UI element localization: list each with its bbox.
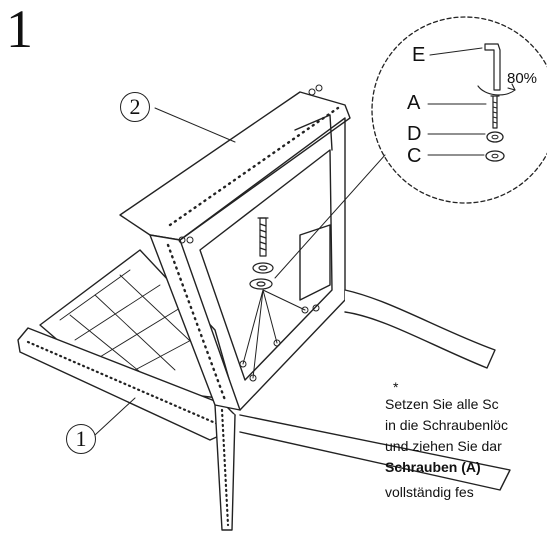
seat-callout-leader — [94, 397, 136, 436]
back-top-band — [119, 91, 351, 241]
back-leg — [344, 289, 496, 369]
back-callout: 2 — [120, 92, 150, 122]
center-hardware — [249, 217, 274, 290]
screw-holes — [178, 84, 323, 382]
detail-circle — [371, 16, 547, 204]
part-label-c: C — [407, 145, 422, 167]
back-inner-frame — [179, 117, 346, 411]
detail-lock-washer — [486, 131, 504, 143]
allen-key — [484, 43, 501, 91]
note-line-4: Schrauben (A) — [385, 459, 481, 475]
note-line-1: Setzen Sie alle Sc — [385, 396, 499, 412]
note-line-3: und ziehen Sie dar — [385, 438, 502, 454]
assembly-note: * Setzen Sie alle Sc in die Schraubenlöc… — [385, 380, 547, 503]
torque-arrow — [477, 85, 516, 96]
back-callout-leader — [154, 107, 236, 143]
detail-flat-washer — [485, 150, 505, 162]
part-label-e: E — [412, 44, 426, 66]
seat-side — [214, 404, 236, 531]
note-line-2: in die Schraubenlöc — [385, 417, 508, 433]
part-label-d: D — [407, 123, 422, 145]
part-label-a: A — [407, 92, 421, 114]
assembly-leaders — [242, 289, 306, 379]
torque-label: 80% — [507, 70, 538, 87]
seat-callout: 1 — [66, 424, 96, 454]
detail-leader — [274, 154, 386, 279]
note-line-5: vollständig fes — [385, 484, 474, 500]
note-asterisk: * — [393, 380, 399, 395]
front-leg — [239, 414, 511, 491]
step-number: 1 — [6, 0, 33, 59]
